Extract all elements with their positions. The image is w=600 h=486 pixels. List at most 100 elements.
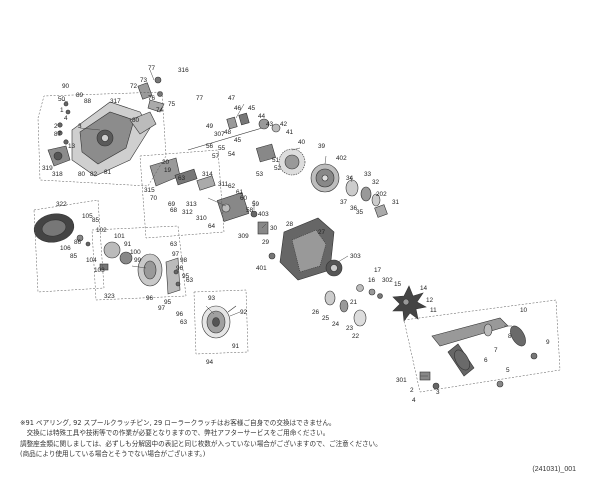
part-label: 69 xyxy=(168,201,176,208)
part-label: 98 xyxy=(180,257,188,264)
part-label: 7 xyxy=(494,347,498,354)
part-label: 33 xyxy=(364,171,372,178)
part-label: 301 xyxy=(396,377,407,384)
drag-washers xyxy=(345,179,388,218)
part-label: 81 xyxy=(104,169,112,176)
part-label: 77 xyxy=(148,65,156,72)
part-number-labels: 77 316 72 73 90 89 88 50 317 76 75 74 77… xyxy=(42,65,550,404)
note-line: (商品により使用している場合とそうでない場合がございます。) xyxy=(20,450,206,459)
part-label: 17 xyxy=(374,267,382,274)
frame-side-plate xyxy=(71,101,157,177)
part-label: 35 xyxy=(356,209,364,216)
part-label: 6 xyxy=(484,357,488,364)
part-label: 96 xyxy=(146,295,154,302)
part-label: 95 xyxy=(182,273,190,280)
part-label: 1 xyxy=(60,107,64,114)
part-label: 60 xyxy=(240,195,248,202)
part-label: 96 xyxy=(176,311,184,318)
part-label: 50 xyxy=(58,96,66,103)
part-label: 11 xyxy=(430,307,437,314)
part-label: 202 xyxy=(376,191,387,198)
brake-module xyxy=(99,241,133,271)
part-label: 68 xyxy=(170,207,178,214)
group-outline-handle xyxy=(403,299,561,393)
part-label: 26 xyxy=(312,309,320,316)
part-label: 91 xyxy=(124,241,132,248)
part-label: 106 xyxy=(60,245,71,252)
part-label: 90 xyxy=(62,83,70,90)
part-label: 46 xyxy=(234,105,242,112)
part-label: 23 xyxy=(346,325,354,332)
part-label: 4 xyxy=(64,115,68,122)
part-label: 52 xyxy=(274,165,282,172)
handle-assembly xyxy=(431,317,538,388)
part-label: 24 xyxy=(332,321,340,328)
part-label: 313 xyxy=(186,201,197,208)
part-label: 310 xyxy=(196,215,207,222)
part-label: 29 xyxy=(262,239,270,246)
part-label: 22 xyxy=(352,333,360,340)
part-label: 402 xyxy=(336,155,347,162)
part-label: 28 xyxy=(286,221,294,228)
part-label: 303 xyxy=(350,253,361,260)
part-label: 2 xyxy=(410,387,414,394)
part-label: 86 xyxy=(74,239,82,246)
part-label: 101 xyxy=(114,233,125,240)
part-label: 307 xyxy=(214,131,225,138)
part-label: 315 xyxy=(144,187,155,194)
part-label: 15 xyxy=(394,281,402,288)
part-label: 91 xyxy=(232,343,240,350)
part-label: 102 xyxy=(96,227,107,234)
note-line: ※91 ベアリング, 92 スプールクラッチピン, 29 ローラークラッチはお客… xyxy=(20,419,336,427)
part-label: 21 xyxy=(350,299,358,306)
part-label: 2 xyxy=(54,123,58,130)
spool xyxy=(201,305,237,339)
part-label: 9 xyxy=(546,339,550,346)
part-label: 63 xyxy=(178,175,186,182)
part-label: 10 xyxy=(520,307,528,314)
parts-notes: ※91 ベアリング, 92 スプールクラッチピン, 29 ローラークラッチはお客… xyxy=(20,418,580,460)
group-outline-frame xyxy=(139,149,225,239)
part-label: 96 xyxy=(176,265,184,272)
part-label: 30 xyxy=(270,225,278,232)
level-wind-assembly xyxy=(149,157,258,222)
part-label: 88 xyxy=(84,98,92,105)
part-label: 97 xyxy=(172,251,180,258)
part-label: 49 xyxy=(206,123,214,130)
part-label: 95 xyxy=(164,299,172,306)
part-label: 58 xyxy=(246,207,254,214)
part-label: 103 xyxy=(94,267,105,274)
part-label: 31 xyxy=(392,199,400,206)
part-label: 37 xyxy=(340,199,348,206)
part-label: 42 xyxy=(280,121,288,128)
part-label: 41 xyxy=(286,129,294,136)
part-label: 8 xyxy=(508,333,512,340)
part-label: 401 xyxy=(256,265,267,272)
roller-clutch xyxy=(257,221,276,260)
part-label: 14 xyxy=(420,285,428,292)
part-label: 97 xyxy=(158,305,166,312)
part-label: 45 xyxy=(234,137,242,144)
exploded-parts-diagram: 77 316 72 73 90 89 88 50 317 76 75 74 77… xyxy=(33,65,561,404)
top-small-parts xyxy=(137,76,165,113)
part-label: 403 xyxy=(258,211,269,218)
part-label: 312 xyxy=(182,209,193,216)
group-outline-brake xyxy=(91,225,187,301)
part-label: 20 xyxy=(162,159,170,166)
part-label: 302 xyxy=(382,277,393,284)
part-label: 311 xyxy=(218,181,229,188)
part-label: 100 xyxy=(130,249,141,256)
part-label: 74 xyxy=(156,107,164,114)
handle-nut-parts xyxy=(419,371,440,390)
part-label: 32 xyxy=(372,179,380,186)
part-label: 317 xyxy=(110,98,121,105)
part-label: 3 xyxy=(436,389,440,396)
note-line: 調整座金類に関しましては、必ずしも分解図中の表記と同じ枚数が入っていない場合がご… xyxy=(20,439,382,448)
part-label: 39 xyxy=(318,143,326,150)
part-label: 314 xyxy=(202,171,213,178)
part-label: 85 xyxy=(70,253,78,260)
part-label: 75 xyxy=(168,101,176,108)
right-side-cover xyxy=(279,217,343,281)
part-label: 318 xyxy=(52,171,63,178)
part-label: 51 xyxy=(272,157,280,164)
